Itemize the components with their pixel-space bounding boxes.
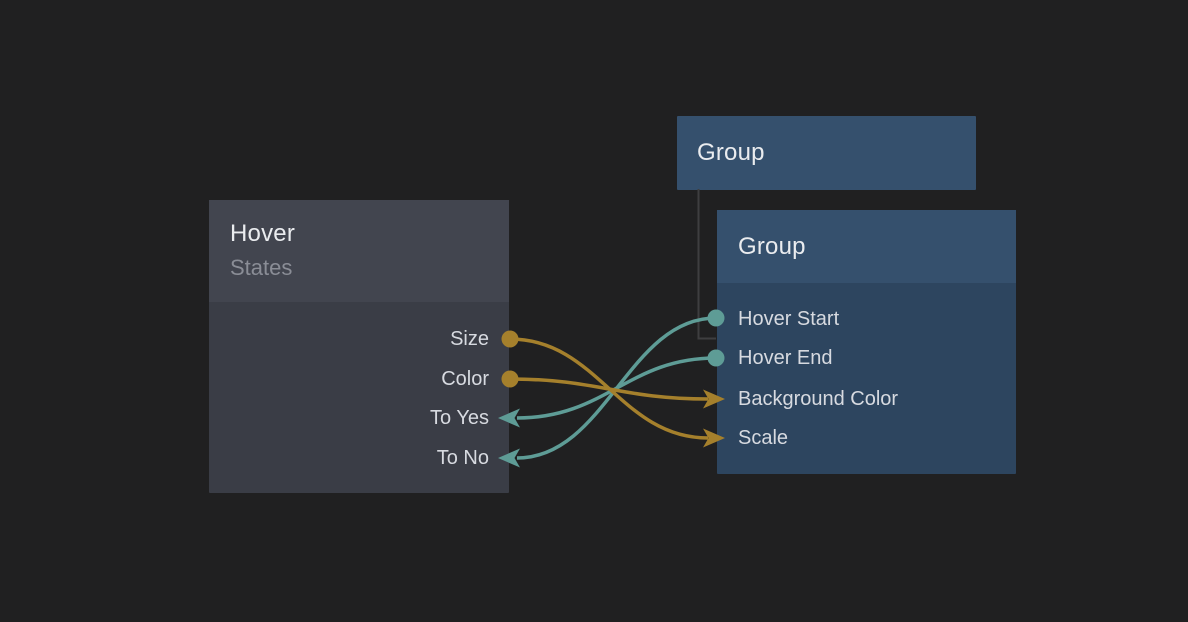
wire-hover-end-to-yes[interactable] bbox=[516, 356, 717, 420]
port-hover-start[interactable]: Hover Start bbox=[717, 299, 1016, 339]
wire-color-to-background-color[interactable] bbox=[509, 377, 709, 401]
node-group-parent-header[interactable]: Group bbox=[677, 116, 976, 190]
port-to-no-label: To No bbox=[436, 447, 489, 469]
node-group-child-header[interactable]: Group bbox=[717, 210, 1016, 283]
output-dot-hover-start[interactable] bbox=[707, 309, 725, 327]
port-hover-start-label: Hover Start bbox=[738, 308, 840, 330]
input-arrow-to-yes[interactable] bbox=[498, 408, 520, 428]
input-arrow-to-no[interactable] bbox=[498, 448, 520, 468]
port-color[interactable]: Color bbox=[209, 359, 509, 399]
port-to-yes[interactable]: To Yes bbox=[209, 398, 509, 438]
port-size[interactable]: Size bbox=[209, 319, 509, 359]
port-scale-label: Scale bbox=[738, 427, 789, 449]
output-dot-color[interactable] bbox=[501, 370, 519, 388]
port-size-label: Size bbox=[450, 328, 489, 350]
port-scale[interactable]: Scale bbox=[717, 418, 1016, 458]
node-title: Group bbox=[697, 139, 765, 166]
output-dot-hover-end[interactable] bbox=[707, 349, 725, 367]
port-to-no[interactable]: To No bbox=[209, 438, 509, 478]
node-hover-states-header[interactable]: Hover States bbox=[209, 200, 509, 302]
port-hover-end-label: Hover End bbox=[738, 347, 833, 369]
port-background-color[interactable]: Background Color bbox=[717, 379, 1016, 419]
node-hover-states[interactable]: Hover States Size Color To Yes To No bbox=[209, 200, 509, 493]
node-title: Hover bbox=[230, 220, 296, 247]
port-to-yes-label: To Yes bbox=[430, 407, 489, 429]
node-group-child[interactable]: Group Hover Start Hover End Background C… bbox=[717, 210, 1016, 474]
port-hover-end[interactable]: Hover End bbox=[717, 338, 1016, 378]
node-title: Group bbox=[738, 232, 806, 260]
port-color-label: Color bbox=[441, 368, 489, 390]
hierarchy-connector-line[interactable] bbox=[697, 189, 717, 340]
output-dot-size[interactable] bbox=[501, 330, 519, 348]
node-subtitle: States bbox=[230, 255, 293, 280]
node-group-parent[interactable]: Group bbox=[677, 116, 976, 190]
input-arrow-background-color[interactable] bbox=[703, 389, 725, 409]
port-background-color-label: Background Color bbox=[738, 388, 899, 410]
input-arrow-scale[interactable] bbox=[703, 428, 725, 448]
